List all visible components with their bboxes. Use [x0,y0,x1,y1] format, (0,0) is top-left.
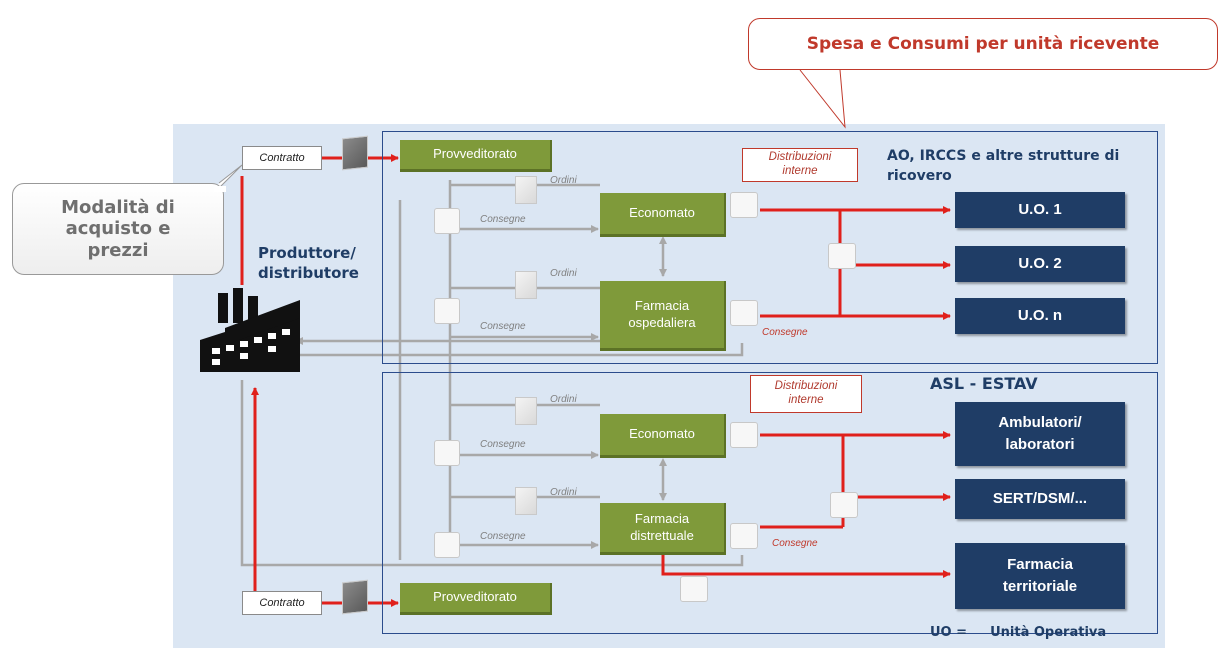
farmacia-distrettuale: Farmacia distrettuale [600,503,726,555]
computer-icon [730,523,758,549]
hospital-section-frame [382,131,1158,364]
callout-modalita-acquisto: Modalità di acquisto e prezzi [12,183,224,275]
callout-spesa-consumi: Spesa e Consumi per unità ricevente [748,18,1218,70]
farmacia-distrettuale-line-2: distrettuale [630,527,694,543]
order-document-icon [515,397,537,425]
produttore-distributore-label: Produttore/ distributore [258,243,359,284]
computer-icon [730,422,758,448]
callout-modalita-line-1: Modalità di [61,197,175,219]
computer-icon [828,243,856,269]
economato-bottom: Economato [600,414,726,458]
computer-icon [434,532,460,558]
farmacia-distrettuale-line-1: Farmacia [634,511,690,527]
label-consegne: Consegne [480,321,526,332]
uo-n: U.O. n [955,298,1125,334]
distribuzioni-top-line-2: interne [782,165,818,177]
produttore-line-2: distributore [258,264,359,283]
sert-dsm: SERT/DSM/... [955,479,1125,519]
contratto-box-bottom: Contratto [242,591,322,615]
uo-1: U.O. 1 [955,192,1125,228]
computer-icon [680,576,708,602]
label-consegne: Consegne [480,531,526,542]
legend-abbr: UO = [930,625,968,640]
callout-modalita-line-2: acquisto e [65,218,171,240]
computer-icon [434,208,460,234]
asl-section-frame [382,372,1158,634]
distribuzioni-top-line-1: Distribuzioni [768,151,832,164]
label-consegne-red: Consegne [772,538,818,549]
label-ordini: Ordini [550,394,577,405]
computer-icon [730,192,758,218]
label-consegne: Consegne [480,439,526,450]
ambulatori-line-1: Ambulatori/ [998,414,1082,432]
label-ordini: Ordini [550,268,577,279]
farmacia-ospedaliera-line-2: ospedaliera [628,314,696,330]
legend-meaning: Unità Operativa [990,625,1107,640]
callout-modalita-line-3: prezzi [87,239,149,261]
produttore-line-1: Produttore/ [258,244,356,262]
order-document-icon [515,176,537,204]
provveditorato-bottom: Provveditorato [400,583,552,615]
label-ordini: Ordini [550,175,577,186]
legend: UO = Unità Operativa [930,625,1106,640]
return-line-top [242,343,744,357]
hospital-section-title: AO, IRCCS e altre strutture di ricovero [887,147,1119,186]
farmacia-ospedaliera-line-1: Farmacia [634,298,690,314]
asl-section-title: ASL - ESTAV [930,374,1038,393]
hospital-title-line-2: ricovero [887,167,952,184]
hospital-title-line-1: AO, IRCCS e altre strutture di [887,148,1120,164]
callout-left-pointer-join [214,186,226,192]
distribuzioni-interne-top: Distribuzioni interne [742,148,858,182]
provveditorato-top: Provveditorato [400,140,552,172]
computer-icon [434,440,460,466]
economato-top: Economato [600,193,726,237]
red-to-farm-territoriale [661,555,951,578]
callout-spesa-consumi-text: Spesa e Consumi per unità ricevente [806,34,1160,54]
distribuzioni-bottom-line-1: Distribuzioni [774,380,838,393]
farmacia-territoriale: Farmacia territoriale [955,543,1125,609]
computer-icon [830,492,858,518]
farmacia-territoriale-line-1: Farmacia [1007,556,1073,574]
label-ordini: Ordini [550,487,577,498]
return-line-bottom [240,380,744,567]
label-consegne: Consegne [480,214,526,225]
farmacia-ospedaliera: Farmacia ospedaliera [600,281,726,351]
computer-icon [730,300,758,326]
order-document-icon [515,487,537,515]
label-consegne-red: Consegne [762,327,808,338]
uo-2: U.O. 2 [955,246,1125,282]
callout-top-pointer [799,69,846,129]
farmacia-territoriale-line-2: territoriale [1002,578,1078,595]
ambulatori-line-2: laboratori [1005,436,1075,453]
ambulatori-laboratori: Ambulatori/ laboratori [955,402,1125,466]
order-document-icon [515,271,537,299]
distribuzioni-bottom-line-2: interne [788,394,824,406]
computer-icon [434,298,460,324]
distribuzioni-interne-bottom: Distribuzioni interne [750,375,862,413]
contratto-box-top: Contratto [242,146,322,170]
